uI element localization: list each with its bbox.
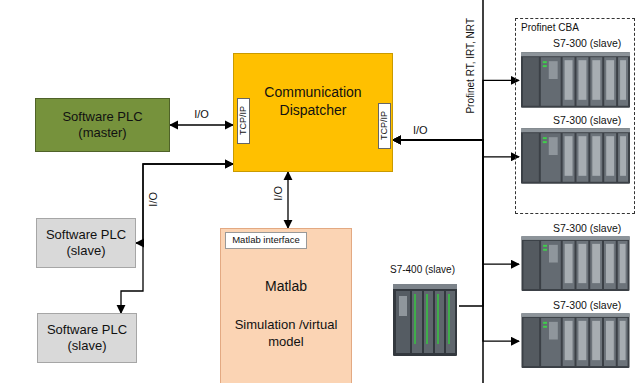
io-connector [393, 140, 483, 306]
io-connector [393, 140, 519, 264]
plc-picture [393, 284, 457, 356]
tcp-box: TCP/IP [378, 103, 391, 149]
plc-box: Software PLC (master) [35, 98, 170, 152]
tcp-box: TCP/IP [237, 98, 250, 144]
plc-picture [521, 128, 630, 183]
node-text: S7-300 (slave) [553, 222, 632, 234]
node-text: Communication Dispatcher [258, 84, 368, 119]
node-text: S7-300 (slave) [553, 114, 632, 126]
io-connector [393, 80, 519, 140]
node-text: Profinet CBA [521, 22, 629, 33]
plc-unit: S7-300 (slave) [519, 113, 632, 186]
plc-unit: S7-400 (slave) [386, 262, 459, 358]
io-connector [287, 172, 288, 228]
edge-label: I/O [194, 108, 209, 120]
signal-label: I/O [147, 192, 159, 207]
plc-picture [521, 313, 629, 368]
plc-unit: S7-300 (slave) [519, 298, 632, 370]
io-connector [121, 164, 233, 313]
plc-picture [521, 236, 629, 291]
signal-label: I/O [272, 186, 284, 201]
group-frame: Profinet CBA S7-300 (slave) S7-300 (slave) [515, 18, 635, 214]
plc-box: Software PLC (slave) [36, 218, 136, 268]
io-connector [136, 164, 233, 243]
signal-label: Profinet RT, IRT, NRT [465, 18, 476, 114]
dispatcher-box: Communication DispatcherTCP/IP TCP/IP [233, 53, 393, 172]
plc-picture [521, 52, 630, 107]
node-text: Matlab interface [232, 234, 300, 246]
node-text: TCP/IP [379, 111, 390, 140]
node-text: S7-300 (slave) [553, 37, 632, 49]
node-text: Software PLC (slave) [46, 322, 128, 355]
plc-box: Software PLC (slave) [37, 313, 137, 363]
node-text: Software PLC (slave) [45, 227, 127, 260]
io-connector [393, 140, 519, 157]
io-connector [170, 124, 233, 125]
node-text: S7-400 (slave) [386, 264, 459, 275]
node-text: Software PLC (master) [50, 109, 155, 142]
plc-unit: S7-300 (slave) [519, 221, 632, 293]
signal-label: I/O [413, 124, 428, 136]
node-text: Simulation /virtual model [231, 317, 341, 351]
node-text: S7-300 (slave) [553, 299, 632, 311]
io-connector [393, 140, 519, 341]
node-text: Matlab [265, 277, 307, 295]
interface-box: Matlab interface [225, 232, 307, 249]
node-text: TCP/IP [238, 106, 249, 135]
plc-unit: S7-300 (slave) [519, 36, 632, 110]
simulation-box: MatlabSimulation /virtual model Matlab in… [220, 228, 352, 383]
